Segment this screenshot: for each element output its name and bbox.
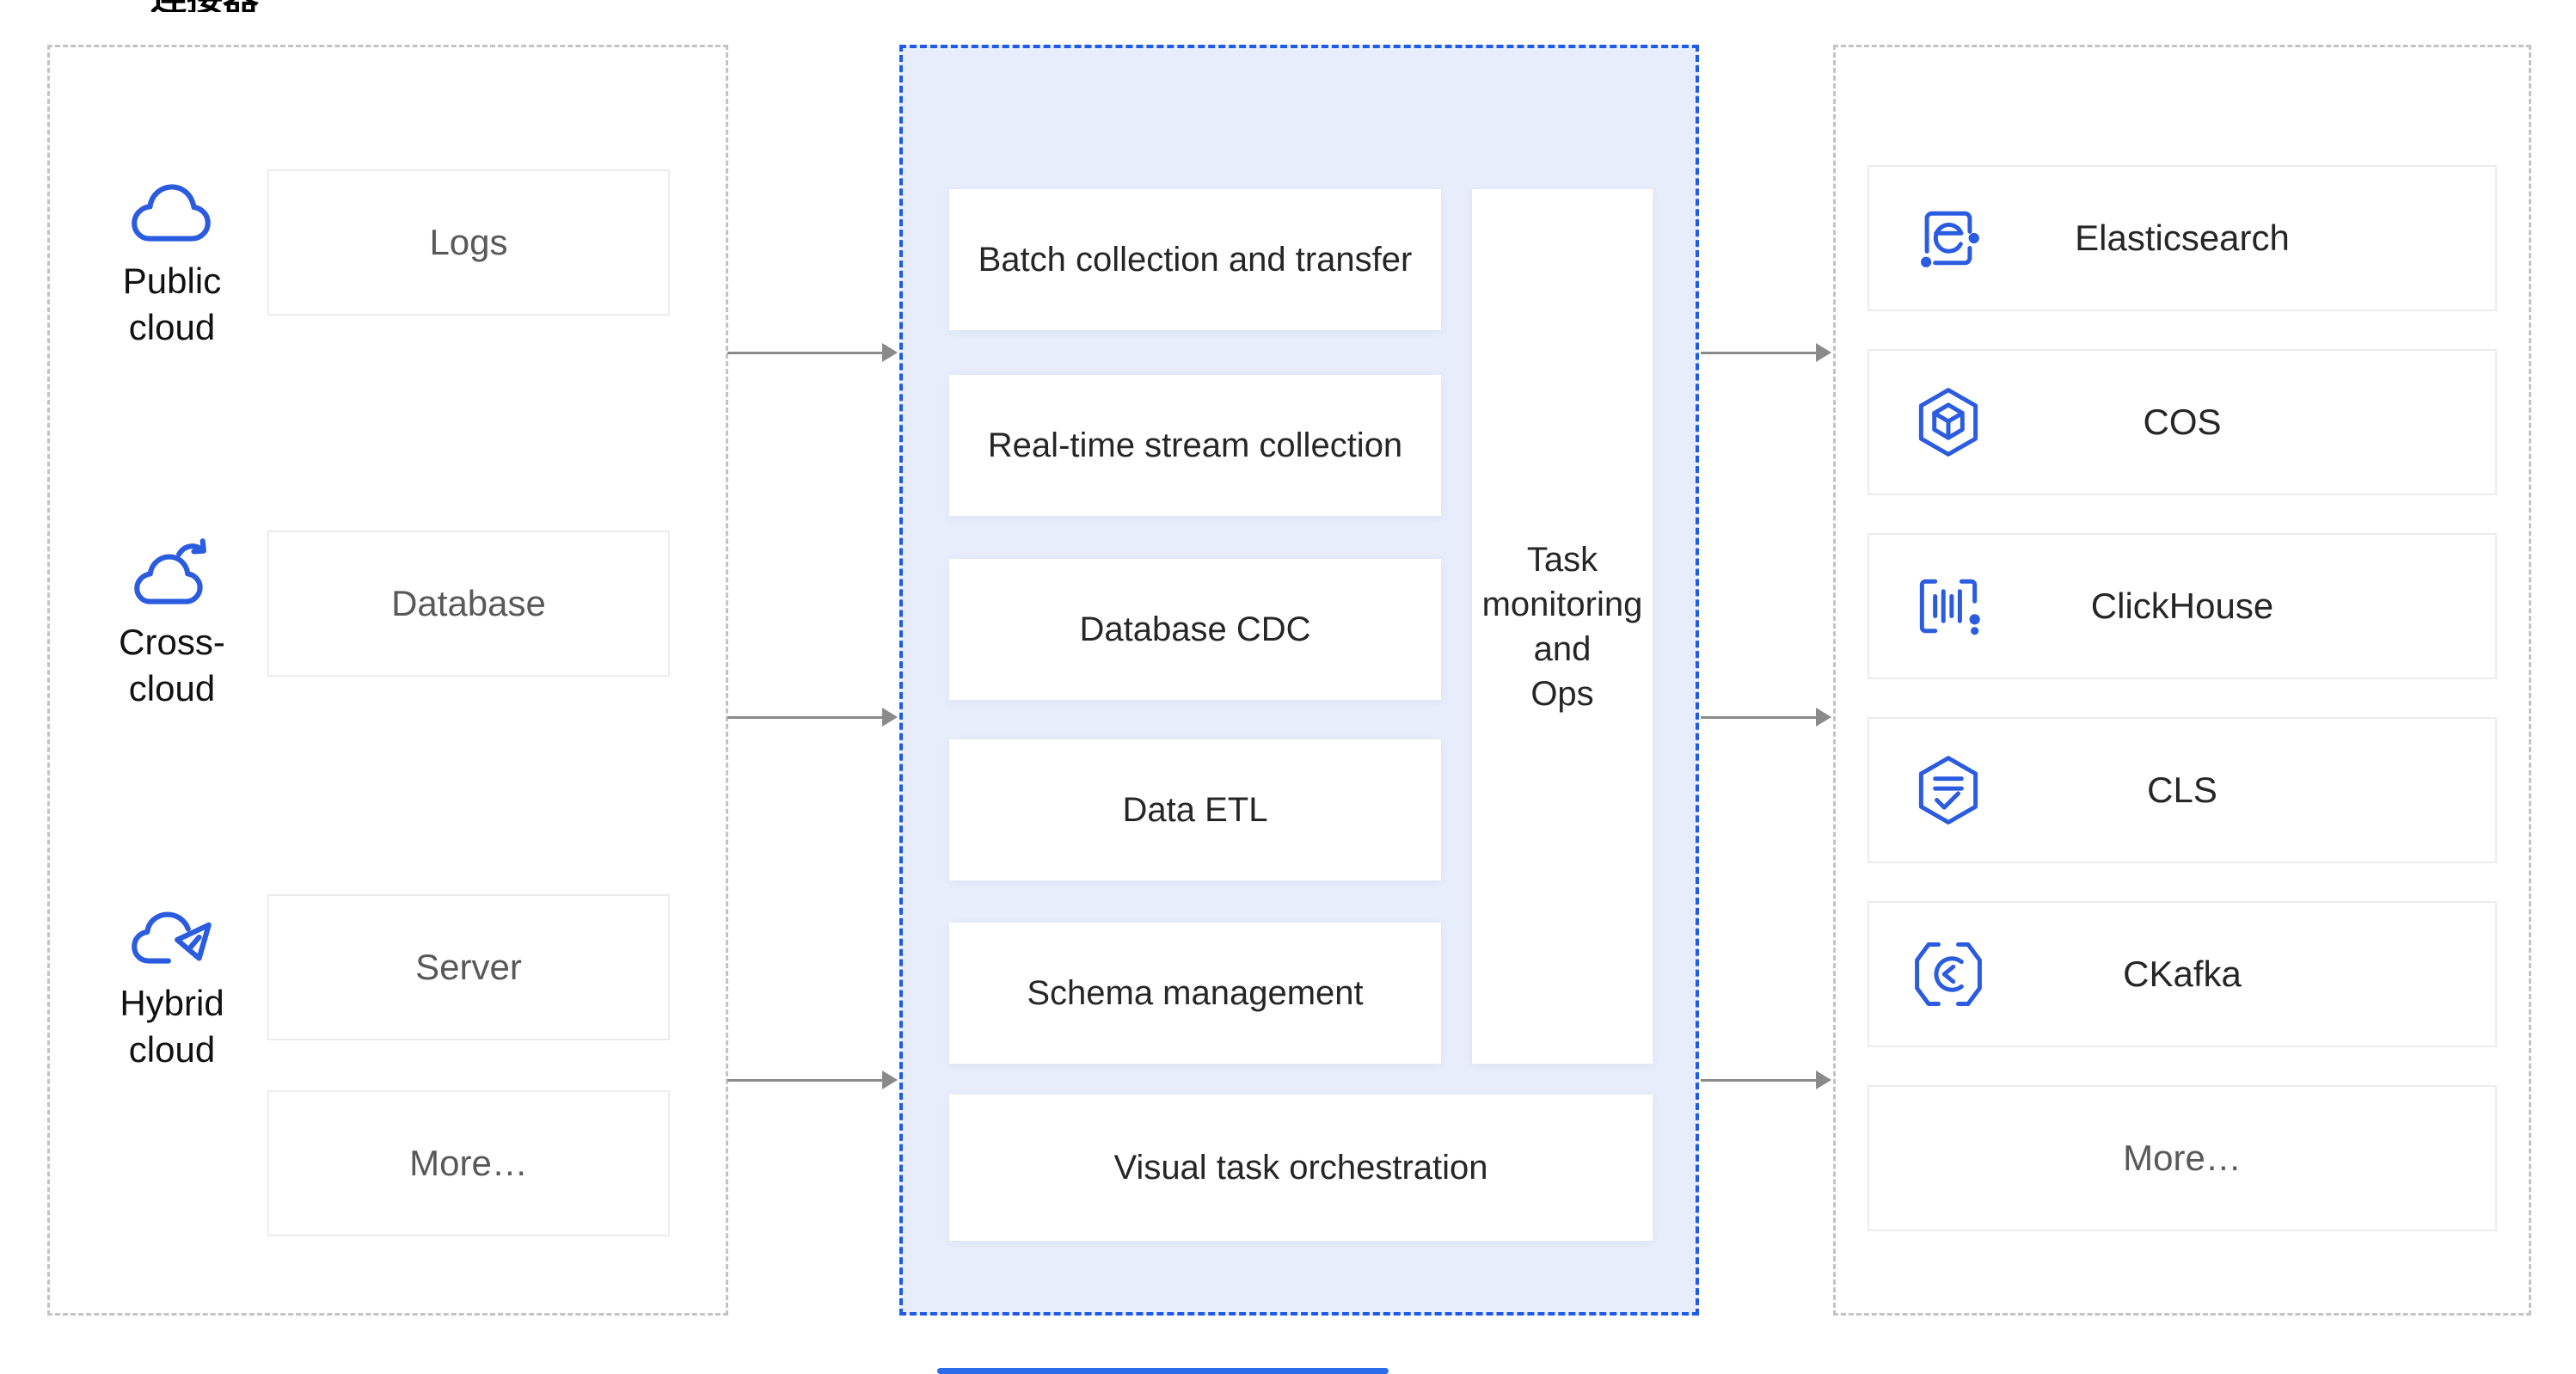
top-partial-label: 连接器: [150, 0, 259, 12]
arrow-head-icon: [882, 343, 898, 362]
module-database-cdc: Database CDC: [949, 559, 1441, 700]
dest-row-more: More…: [1868, 1085, 2497, 1231]
source-group-cross-cloud: Cross-cloud: [82, 538, 262, 712]
public-cloud-icon: [82, 177, 262, 251]
arrow-line: [727, 715, 882, 719]
dest-label: More…: [2123, 1138, 2242, 1178]
cls-icon: [1909, 751, 1988, 830]
task-monitoring-box: Task monitoring and Ops: [1472, 189, 1653, 1064]
arrow-right-1: [1701, 342, 1831, 363]
dest-label: CKafka: [2123, 954, 2242, 994]
sources-more-box: More…: [267, 1090, 670, 1236]
server-box: Server: [267, 894, 670, 1040]
dest-label: COS: [2143, 402, 2222, 442]
arrow-line: [1701, 1078, 1816, 1082]
module-realtime-stream: Real-time stream collection: [949, 375, 1441, 516]
arrow-right-2: [1701, 707, 1831, 727]
logs-box: Logs: [267, 169, 670, 316]
arrow-head-icon: [1816, 1070, 1831, 1089]
clickhouse-icon: [1909, 567, 1988, 646]
hybrid-cloud-icon: [82, 899, 262, 973]
arrow-right-3: [1701, 1070, 1831, 1090]
dest-row-cls: CLS: [1868, 717, 2497, 863]
arrow-line: [1701, 715, 1816, 719]
bottom-accent-line: [937, 1368, 1389, 1374]
dest-row-ckafka: CKafka: [1868, 901, 2497, 1047]
cos-icon: [1909, 383, 1988, 462]
source-label: Public cloud: [122, 261, 222, 347]
arrow-left-1: [727, 342, 898, 363]
arrow-head-icon: [1816, 343, 1831, 362]
arrow-head-icon: [882, 708, 898, 727]
arrow-line: [727, 1078, 882, 1082]
module-batch-collection: Batch collection and transfer: [949, 189, 1441, 330]
ckafka-icon: [1909, 935, 1988, 1014]
arrow-line: [1701, 351, 1816, 354]
orchestration-box: Visual task orchestration: [949, 1095, 1653, 1241]
arrow-head-icon: [882, 1070, 898, 1089]
dest-row-cos: COS: [1868, 349, 2497, 495]
arrow-head-icon: [1816, 708, 1831, 727]
dest-label: CLS: [2147, 770, 2217, 810]
elasticsearch-icon: [1909, 199, 1988, 278]
module-schema-management: Schema management: [949, 923, 1441, 1064]
cross-cloud-icon: [82, 538, 262, 612]
arrow-left-3: [727, 1070, 898, 1090]
dest-row-elasticsearch: Elasticsearch: [1868, 165, 2497, 311]
database-box: Database: [267, 531, 670, 677]
arrow-left-2: [727, 707, 898, 727]
dest-label: Elasticsearch: [2075, 218, 2290, 258]
dest-label: ClickHouse: [2090, 586, 2274, 626]
arrow-line: [727, 351, 882, 354]
source-label: Hybrid cloud: [120, 983, 224, 1070]
module-data-etl: Data ETL: [949, 739, 1441, 880]
source-label: Cross-cloud: [119, 622, 225, 708]
source-group-public-cloud: Public cloud: [82, 177, 262, 351]
dest-row-clickhouse: ClickHouse: [1868, 533, 2497, 679]
source-group-hybrid-cloud: Hybrid cloud: [82, 899, 262, 1073]
